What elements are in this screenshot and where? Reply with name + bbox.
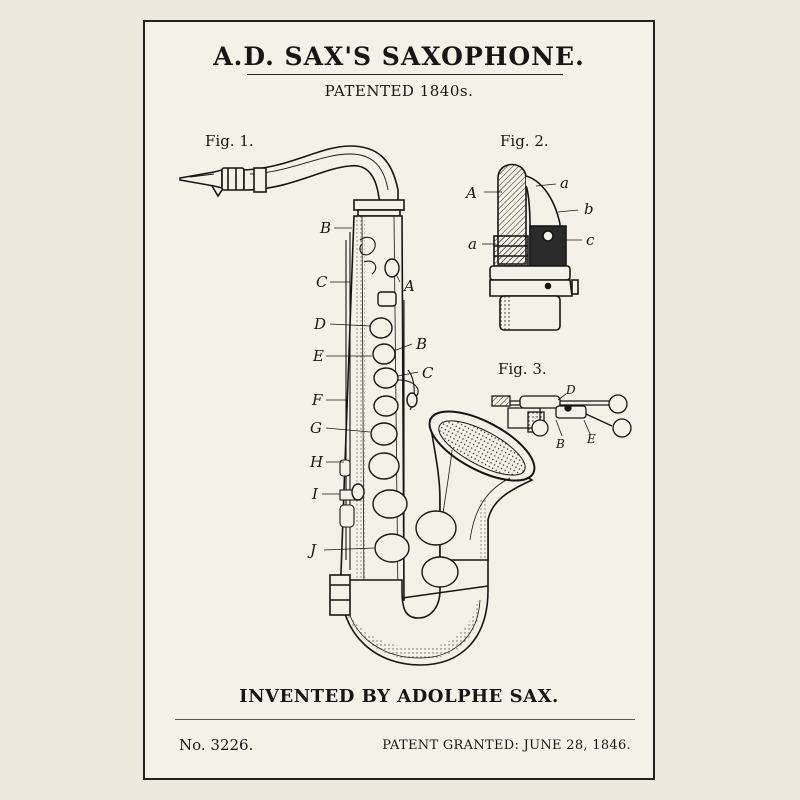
neck-collar xyxy=(354,200,404,210)
fig3-caption: Fig. 3. xyxy=(498,360,547,378)
fig1-label-left: H xyxy=(309,453,324,471)
mouthpiece xyxy=(180,168,244,196)
fig2-label: a xyxy=(468,235,477,253)
fig1-label-left: F xyxy=(311,391,323,409)
fig1-label-left: B xyxy=(319,219,331,237)
fig1-caption: Fig. 1. xyxy=(205,132,254,150)
fig1-label-right: B xyxy=(415,335,427,353)
fig2-caption: Fig. 2. xyxy=(500,132,549,150)
fig1-label-left: G xyxy=(310,419,322,437)
fig3-label: B xyxy=(555,437,565,451)
fig1-label-left: D xyxy=(313,315,326,333)
fig2-label: c xyxy=(586,231,595,249)
fig2-label: A xyxy=(464,184,477,202)
fig1-label-left: I xyxy=(311,485,319,503)
neck-crook xyxy=(244,146,398,204)
fig3-label: E xyxy=(586,432,596,446)
fig1-label-left: C xyxy=(316,273,328,291)
fig1-saxophone xyxy=(180,146,544,665)
fig1-label-right: A xyxy=(402,277,415,295)
fig1-label-right: C xyxy=(422,364,434,382)
fig2-label: b xyxy=(584,200,594,218)
fig1-label-left: E xyxy=(312,347,324,365)
fig3-label: D xyxy=(565,383,576,397)
fig1-label-left: J xyxy=(307,541,317,559)
fig3-key-mechanism xyxy=(492,395,631,437)
fig2-label: a xyxy=(560,174,569,192)
